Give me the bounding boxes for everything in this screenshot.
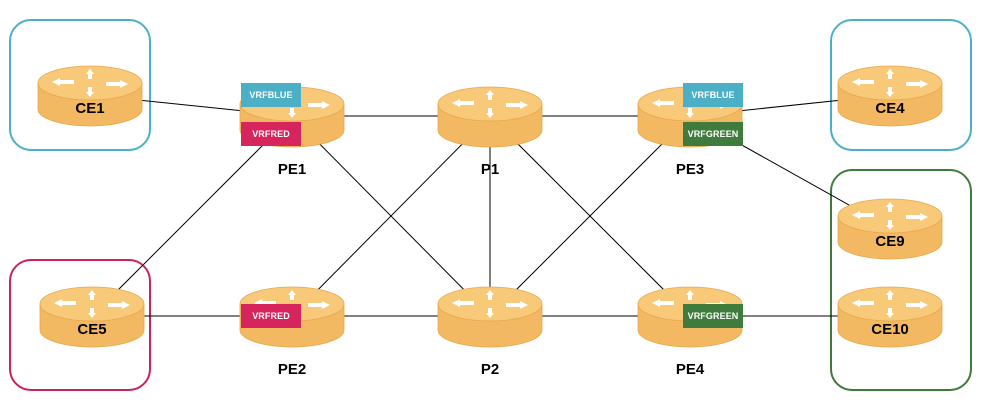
ce5-router-icon[interactable] (39, 286, 145, 348)
vrf-tag-pe1-vrfred: VRFRED (241, 122, 301, 146)
group-box-ce4-site (830, 19, 972, 151)
vrf-tag-pe1-vrfblue: VRFBLUE (241, 83, 301, 107)
node-label-p1: P1 (480, 161, 500, 178)
node-label-pe2: PE2 (277, 361, 307, 378)
node-label-ce9: CE9 (875, 233, 905, 250)
group-box-ce5-site (9, 259, 151, 391)
vrf-tag-pe2-vrfred: VRFRED (241, 304, 301, 328)
node-label-pe1: PE1 (277, 161, 307, 178)
node-label-ce4: CE4 (875, 100, 905, 117)
link-ce5-pe1 (91, 115, 293, 317)
node-label-pe3: PE3 (675, 161, 705, 178)
ce4-router-icon[interactable] (837, 65, 943, 127)
ce10-router-icon[interactable] (837, 286, 943, 348)
ce1-router-icon[interactable] (37, 65, 143, 127)
node-label-ce1: CE1 (75, 100, 105, 117)
ce9-router-icon[interactable] (837, 198, 943, 260)
p1-router-icon[interactable] (437, 86, 543, 148)
vrf-tag-pe3-vrfgreen: VRFGREEN (683, 122, 743, 146)
node-label-ce10: CE10 (871, 321, 909, 338)
vrf-tag-pe4-vrfgreen: VRFGREEN (683, 304, 743, 328)
link-p2-pe3 (489, 115, 691, 317)
node-label-ce5: CE5 (77, 321, 107, 338)
group-box-ce9-ce10-site (830, 169, 972, 391)
p2-router-icon[interactable] (437, 286, 543, 348)
group-box-ce1-site (9, 19, 151, 151)
node-label-pe4: PE4 (675, 361, 705, 378)
node-label-p2: P2 (480, 361, 500, 378)
vrf-tag-pe3-vrfblue: VRFBLUE (683, 83, 743, 107)
link-pe2-p1 (291, 115, 491, 317)
